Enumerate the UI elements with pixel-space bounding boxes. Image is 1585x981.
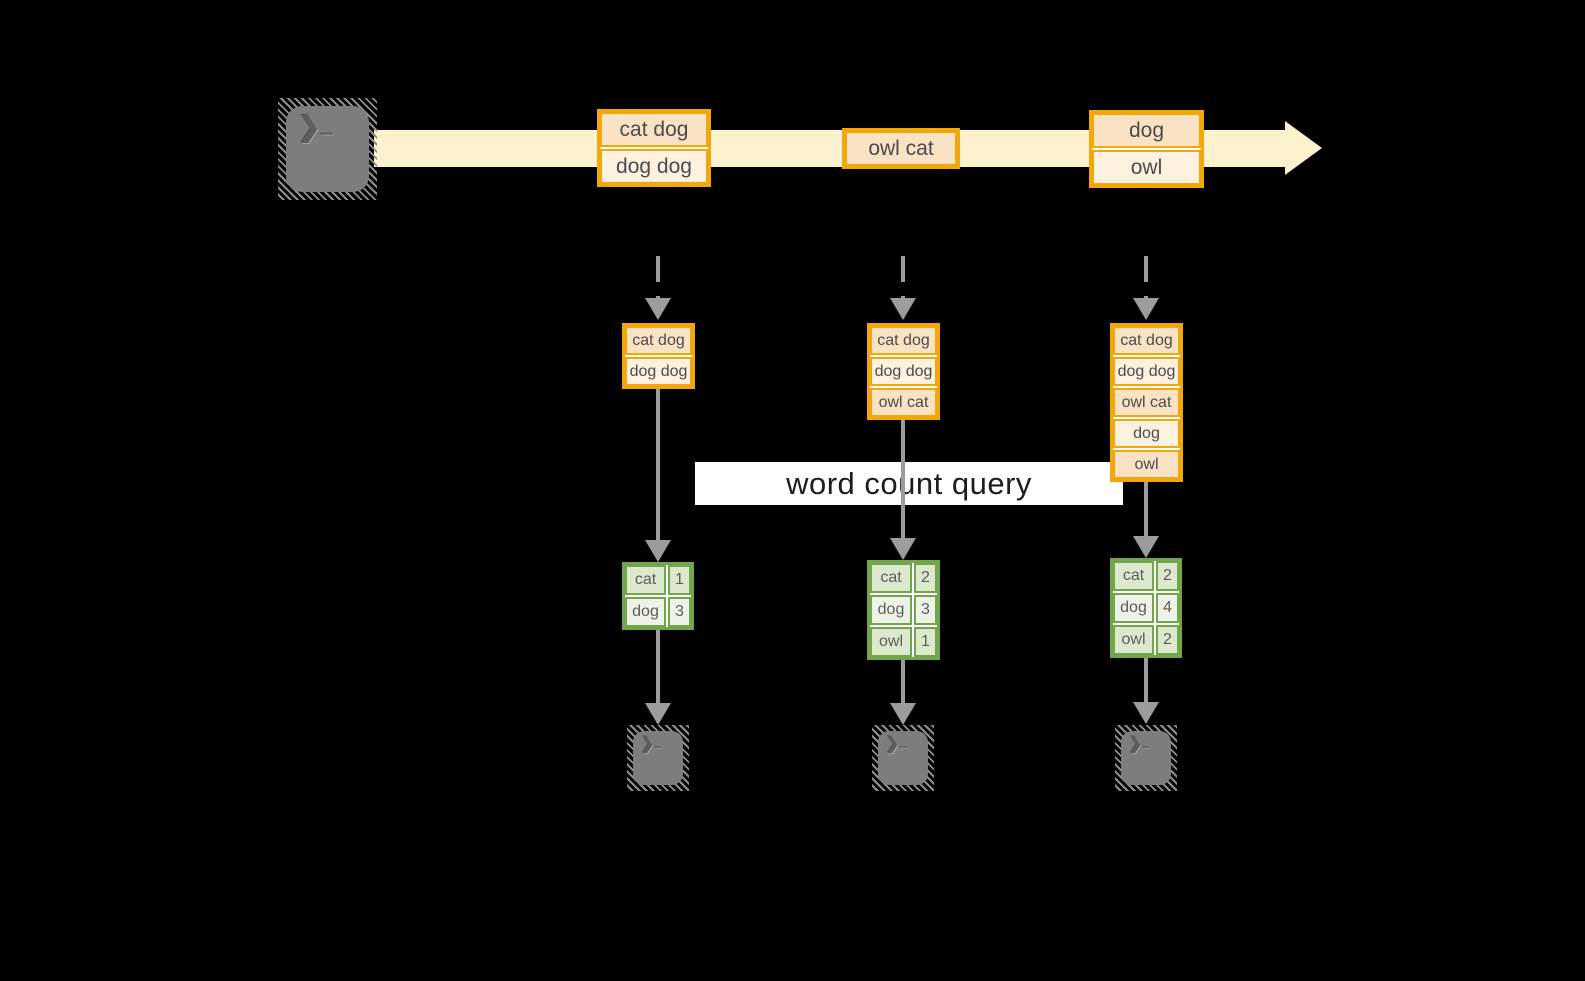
arrow-line [901,420,905,538]
count-value: 1 [914,627,937,657]
sink-terminal-icon-3: ❯_ [1115,725,1177,791]
terminal-body: ❯_ [878,731,928,785]
arrowhead-icon [645,540,671,562]
event-line: owl [1092,150,1201,185]
buffer-line: owl cat [1113,388,1180,417]
stream-event-box-1: cat dog dog dog [597,109,711,187]
buffer-box-1: cat dog dog dog [622,323,695,389]
count-word: dog [1113,593,1154,623]
dashed-arrow-line [1144,256,1148,300]
stream-event-box-3: dog owl [1089,110,1204,188]
event-line: dog [1092,113,1201,148]
stream-event-box-2: owl cat [842,128,960,169]
buffer-line: dog dog [625,357,692,386]
source-terminal-icon: ❯_ [278,98,377,200]
query-label: word count query [695,462,1123,505]
terminal-body: ❯_ [1121,731,1171,785]
buffer-line: owl cat [870,388,937,417]
arrowhead-icon [890,703,916,725]
buffer-box-2: cat dog dog dog owl cat [867,323,940,420]
buffer-line: cat dog [1113,326,1180,355]
count-word: owl [1113,625,1154,655]
terminal-prompt-icon: ❯_ [641,734,662,753]
terminal-body: ❯_ [286,106,369,192]
buffer-line: dog dog [1113,357,1180,386]
terminal-prompt-icon: ❯_ [1129,734,1150,753]
arrowhead-icon [1133,702,1159,724]
sink-terminal-icon-1: ❯_ [627,725,689,791]
count-table-2: cat 2 dog 3 owl 1 [867,560,940,660]
count-table-1: cat 1 dog 3 [622,562,694,630]
count-word: cat [870,563,912,593]
arrow-line [1144,658,1148,704]
event-line: owl cat [845,131,957,166]
terminal-body: ❯_ [633,731,683,785]
arrow-line [1144,482,1148,536]
dashed-arrowhead-icon [1133,298,1159,320]
count-value: 2 [914,563,937,593]
event-line: cat dog [600,112,708,147]
count-value: 1 [668,565,691,595]
dashed-arrowhead-icon [645,298,671,320]
count-value: 3 [668,597,691,627]
buffer-line: dog dog [870,357,937,386]
sink-terminal-icon-2: ❯_ [872,725,934,791]
count-word: dog [870,595,912,625]
arrow-line [901,660,905,704]
arrowhead-icon [890,538,916,560]
count-value: 2 [1156,625,1179,655]
count-word: dog [625,597,666,627]
count-word: cat [1113,561,1154,591]
buffer-line: cat dog [625,326,692,355]
count-word: cat [625,565,666,595]
dashed-arrow-line [901,256,905,300]
event-line: dog dog [600,149,708,184]
buffer-line: cat dog [870,326,937,355]
buffer-box-3: cat dog dog dog owl cat dog owl [1110,323,1183,482]
count-value: 4 [1156,593,1179,623]
arrowhead-icon [645,703,671,725]
count-value: 3 [914,595,937,625]
terminal-prompt-icon: ❯_ [886,734,907,753]
buffer-line: dog [1113,419,1180,448]
terminal-prompt-icon: ❯_ [298,112,333,142]
stream-arrowhead-icon [1285,121,1322,175]
count-table-3: cat 2 dog 4 owl 2 [1110,558,1182,658]
arrow-line [656,630,660,704]
dashed-arrow-line [656,256,660,300]
arrow-line [656,389,660,540]
count-value: 2 [1156,561,1179,591]
buffer-line: owl [1113,450,1180,479]
count-word: owl [870,627,912,657]
arrowhead-icon [1133,536,1159,558]
dashed-arrowhead-icon [890,298,916,320]
